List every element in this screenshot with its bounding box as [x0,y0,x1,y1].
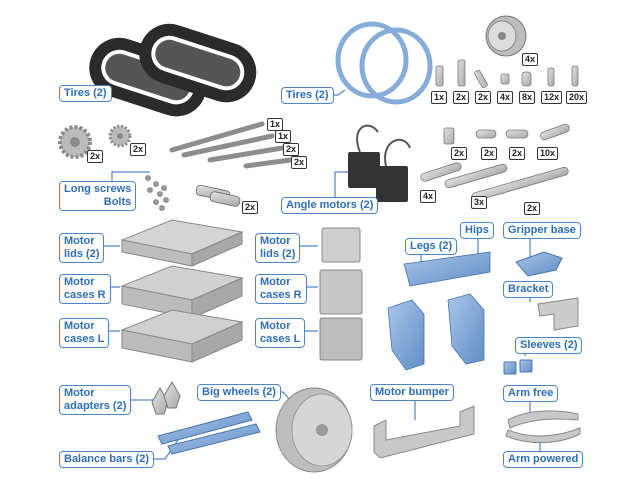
label-motor-cases-r-right: Motor cases R [255,274,307,304]
label-line-1: Motor [64,320,95,332]
qty-beam-s1: 2x [451,147,468,160]
qty-pin-5: 8x [519,91,536,104]
balance-bars-part [157,411,261,455]
qty-pin-3: 2x [475,91,492,104]
motor-adapters-part [151,380,181,415]
big-wheel-part [275,387,353,473]
qty-beam-l1: 4x [420,190,437,203]
label-motor-lids-right: Motor lids (2) [255,233,301,263]
label-motor-cases-l-left: Motor cases L [59,318,110,348]
label-line-1: Motor [260,235,291,247]
label-balance-bars: Balance bars (2) [59,451,154,468]
label-text: Motor bumper [375,386,449,398]
small-pins [435,59,579,88]
hips-legs [387,251,491,371]
axles [169,121,293,169]
label-line-2: cases L [64,333,105,345]
label-bracket: Bracket [503,281,554,298]
label-line-2: cases R [64,289,106,301]
screws-bolts [145,175,169,211]
label-text: Big wheels (2) [202,386,276,398]
gears [58,124,132,159]
label-hips: Hips [460,222,494,239]
beams [420,123,570,202]
ring-tires [335,21,433,105]
label-text: Sleeves (2) [520,339,578,351]
label-line-1: Motor [64,235,95,247]
label-text: Arm powered [508,453,579,465]
label-motor-adapters: Motor adapters (2) [59,385,132,415]
qty-beam-s2: 2x [481,147,498,160]
label-arm-free: Arm free [503,385,559,402]
motor-bumper-part [373,405,475,459]
angle-motors [348,124,411,202]
qty-beam-s4: 10x [537,147,559,160]
qty-pin-4: 4x [497,91,514,104]
label-line-1: Motor [260,276,291,288]
wheel-hub [485,15,527,57]
qty-pin-6: 12x [541,91,563,104]
label-gripper-base: Gripper base [503,222,581,239]
connectors [195,184,241,207]
track-tires [89,23,257,117]
label-arm-powered: Arm powered [503,451,584,468]
label-text: Arm free [508,387,554,399]
qty-beam-l2: 3x [471,196,488,209]
qty-axle-2: 1x [275,130,292,143]
label-tires-ring: Tires (2) [281,87,334,104]
label-line-1: Long screws [64,183,132,195]
motor-case-vertical [319,227,363,361]
label-line-2: adapters (2) [64,400,127,412]
label-sleeves: Sleeves (2) [515,337,583,354]
label-text: Tires (2) [64,87,107,99]
label-text: Balance bars (2) [64,453,149,465]
arm-parts [505,410,581,444]
label-text: Tires (2) [286,89,329,101]
qty-beam-l3: 2x [524,202,541,215]
label-long-screws-bolts: Long screws Bolts [59,181,137,211]
label-angle-motors: Angle motors (2) [281,197,379,214]
label-motor-lids-left: Motor lids (2) [59,233,105,263]
qty-connectors: 2x [242,201,259,214]
label-text: Bracket [508,283,549,295]
label-text: Legs (2) [410,240,453,252]
qty-pin-1: 1x [431,91,448,104]
label-text: Hips [465,224,489,236]
sleeves-part [503,359,533,375]
qty-pin-7: 20x [566,91,588,104]
qty-gear-small: 2x [130,143,147,156]
label-big-wheels: Big wheels (2) [197,384,281,401]
qty-beam-s3: 2x [509,147,526,160]
qty-pin-2: 2x [453,91,470,104]
label-line-2: Bolts [103,196,132,208]
qty-axle-3: 2x [283,143,300,156]
label-line-2: lids (2) [260,248,296,260]
label-legs: Legs (2) [405,238,458,255]
label-tires-track: Tires (2) [59,85,112,102]
label-line-2: cases L [260,333,301,345]
label-line-2: lids (2) [64,248,100,260]
qty-hub: 4x [522,53,539,66]
label-text: Angle motors (2) [286,199,374,211]
motor-case-stack [120,219,244,363]
label-line-1: Motor [260,320,291,332]
label-line-2: cases R [260,289,302,301]
gripper-base-part [515,251,563,277]
label-text: Gripper base [508,224,576,236]
qty-gears: 2x [87,150,104,163]
qty-axle-1: 1x [267,118,284,131]
qty-axle-4: 2x [291,156,308,169]
bracket-part [537,297,579,331]
label-motor-cases-r-left: Motor cases R [59,274,111,304]
label-line-1: Motor [64,387,95,399]
label-motor-cases-l-right: Motor cases L [255,318,306,348]
label-motor-bumper: Motor bumper [370,384,454,401]
label-line-1: Motor [64,276,95,288]
